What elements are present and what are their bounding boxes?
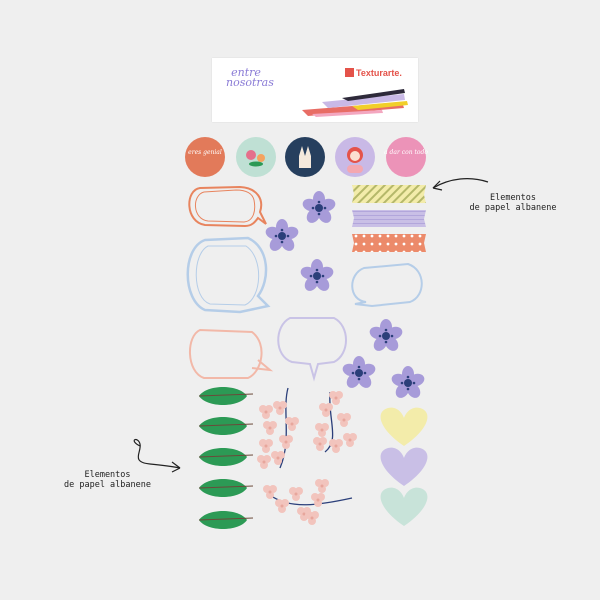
annotation-left: Elementos de papel albanene <box>64 470 151 490</box>
speech-bubble-coral-inner <box>195 189 256 223</box>
sticker-1-label: eres genial <box>188 149 222 156</box>
washi-tape-lavender <box>352 210 426 227</box>
branch-3 <box>269 494 353 506</box>
speech-bubble-coral <box>188 185 267 228</box>
speech-bubble-lavender <box>277 317 347 382</box>
sticker-5-text: a dar con todo <box>384 149 428 156</box>
peace-hand-icon <box>299 146 311 168</box>
annotation-right: Elementos de papel albanene <box>469 193 557 213</box>
sticker-5-label: a dar con todo <box>384 149 428 156</box>
sticker-1-text: eres genial <box>188 149 222 156</box>
speech-bubble-blue-small <box>351 262 423 308</box>
round-sticker-4 <box>335 137 375 177</box>
header-brush-strokes <box>302 89 408 117</box>
header-title: entre nosotras <box>226 66 274 89</box>
speech-bubble-blue-large-inner <box>195 245 260 306</box>
washi-tape-dotted <box>352 234 426 252</box>
brand-mark-icon <box>345 68 354 77</box>
heart-icon-yellow <box>380 407 428 446</box>
round-sticker-2 <box>236 137 276 177</box>
speech-bubble-pink-tail <box>251 359 274 372</box>
arrow-right-icon <box>432 178 489 189</box>
washi-tape-striped <box>352 185 426 203</box>
branch-1 <box>279 387 289 469</box>
arrow-left-icon <box>133 438 181 469</box>
round-sticker-1: eres genial <box>185 137 225 177</box>
round-sticker-3 <box>285 137 325 177</box>
brand-logo: Texturarte. <box>345 68 402 78</box>
heart-icon-mint <box>380 487 428 526</box>
flower-icon <box>246 150 256 160</box>
speech-bubble-pink <box>188 328 263 379</box>
speech-bubble-blue-large <box>186 236 271 314</box>
branch-2 <box>324 391 334 453</box>
heart-icon-lavender <box>380 447 428 486</box>
round-sticker-5: a dar con todo <box>384 137 428 177</box>
brand-name: Texturarte. <box>356 68 402 78</box>
header-card: entre nosotras Texturarte. <box>212 58 418 122</box>
